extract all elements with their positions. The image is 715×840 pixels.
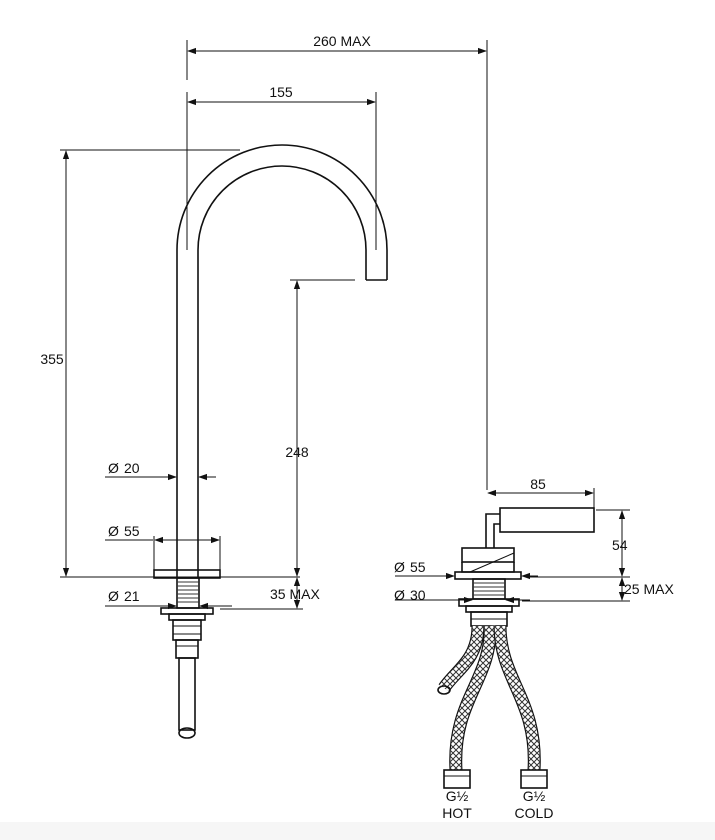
mixer-body [454, 507, 595, 580]
handle-height-label: 54 [612, 537, 628, 553]
overall-width-label: 260 MAX [313, 33, 371, 49]
cold-label: COLD [515, 805, 554, 821]
page-footer-strip [0, 822, 715, 840]
spout-base-diameter-label: 55 [124, 523, 140, 539]
diameter-symbol: Ø [108, 523, 119, 539]
diameter-symbol: Ø [108, 588, 119, 604]
braided-hoses [437, 625, 548, 789]
handle-length-label: 85 [530, 476, 546, 492]
spout-deck-thickness-label: 35 MAX [270, 586, 320, 602]
cold-thread-label: G½ [523, 788, 546, 804]
spout-thread-diameter-label: 21 [124, 588, 140, 604]
spout-base [153, 569, 221, 739]
diameter-symbol: Ø [394, 587, 405, 603]
dimension-lines [60, 40, 630, 610]
hot-label: HOT [442, 805, 472, 821]
diameter-symbol: Ø [394, 559, 405, 575]
spout-reach-label: 155 [269, 84, 293, 100]
outlet-height-label: 248 [285, 444, 309, 460]
mixer-deck-thickness-label: 25 MAX [624, 581, 674, 597]
mixer-thread-diameter-label: 30 [410, 587, 426, 603]
hot-thread-label: G½ [446, 788, 469, 804]
mixer-shank [458, 578, 520, 627]
spout-body [176, 144, 388, 577]
tap-technical-drawing: 260 MAX 155 355 248 Ø 20 Ø 55 Ø 21 35 MA… [40, 33, 674, 821]
height-label: 355 [40, 351, 64, 367]
diameter-symbol: Ø [108, 460, 119, 476]
spout-diameter-label: 20 [124, 460, 140, 476]
mixer-base-diameter-label: 55 [410, 559, 426, 575]
